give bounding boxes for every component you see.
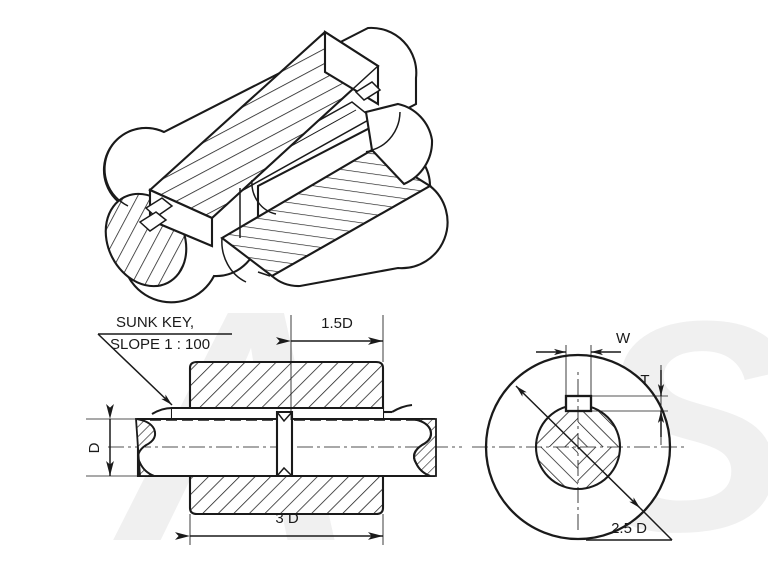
isometric-sunk-key-assembly: [102, 26, 449, 304]
hub-centre-rib: [275, 410, 294, 478]
dimension-key-width: W: [536, 330, 631, 396]
iso-key-end-detail: [138, 197, 174, 232]
hub-upper-section: [188, 360, 385, 410]
dim-shaft-diameter-label: D: [86, 442, 103, 453]
sunk-key-note-line1: SUNK KEY,: [116, 314, 194, 331]
sunk-key-note-line2: SLOPE 1 : 100: [110, 336, 210, 353]
dimension-hub-half: 1.5D: [276, 315, 384, 420]
shaft-break-left: [135, 417, 156, 477]
dimension-key-thickness: T: [591, 365, 668, 445]
front-sectional-view: 1.5D SUNK KEY, SLOPE 1 : 100 D 3 D: [86, 314, 462, 545]
dim-hub-length-label: 3 D: [275, 510, 299, 527]
dim-key-width-label: W: [616, 330, 631, 347]
dimension-hub-diameter: 2.5 D: [515, 385, 673, 541]
key-slot-rect: [564, 394, 593, 413]
sunk-key-leader: [97, 333, 173, 406]
sunk-key-note: SUNK KEY, SLOPE 1 : 100: [97, 314, 232, 406]
dim-hub-diameter-label: 2.5 D: [611, 520, 647, 537]
dim-hub-half-label: 1.5D: [321, 315, 353, 332]
iso-shaft-mid: [239, 179, 277, 238]
iso-hub-sectioned: [220, 102, 449, 288]
dimension-hub-length: 3 D: [175, 510, 384, 545]
end-view: W T 2.5 D: [472, 330, 684, 541]
dim-key-thickness-label: T: [640, 372, 649, 389]
dimension-shaft-diameter: D: [86, 404, 152, 477]
hub-lower-section: [188, 474, 385, 516]
